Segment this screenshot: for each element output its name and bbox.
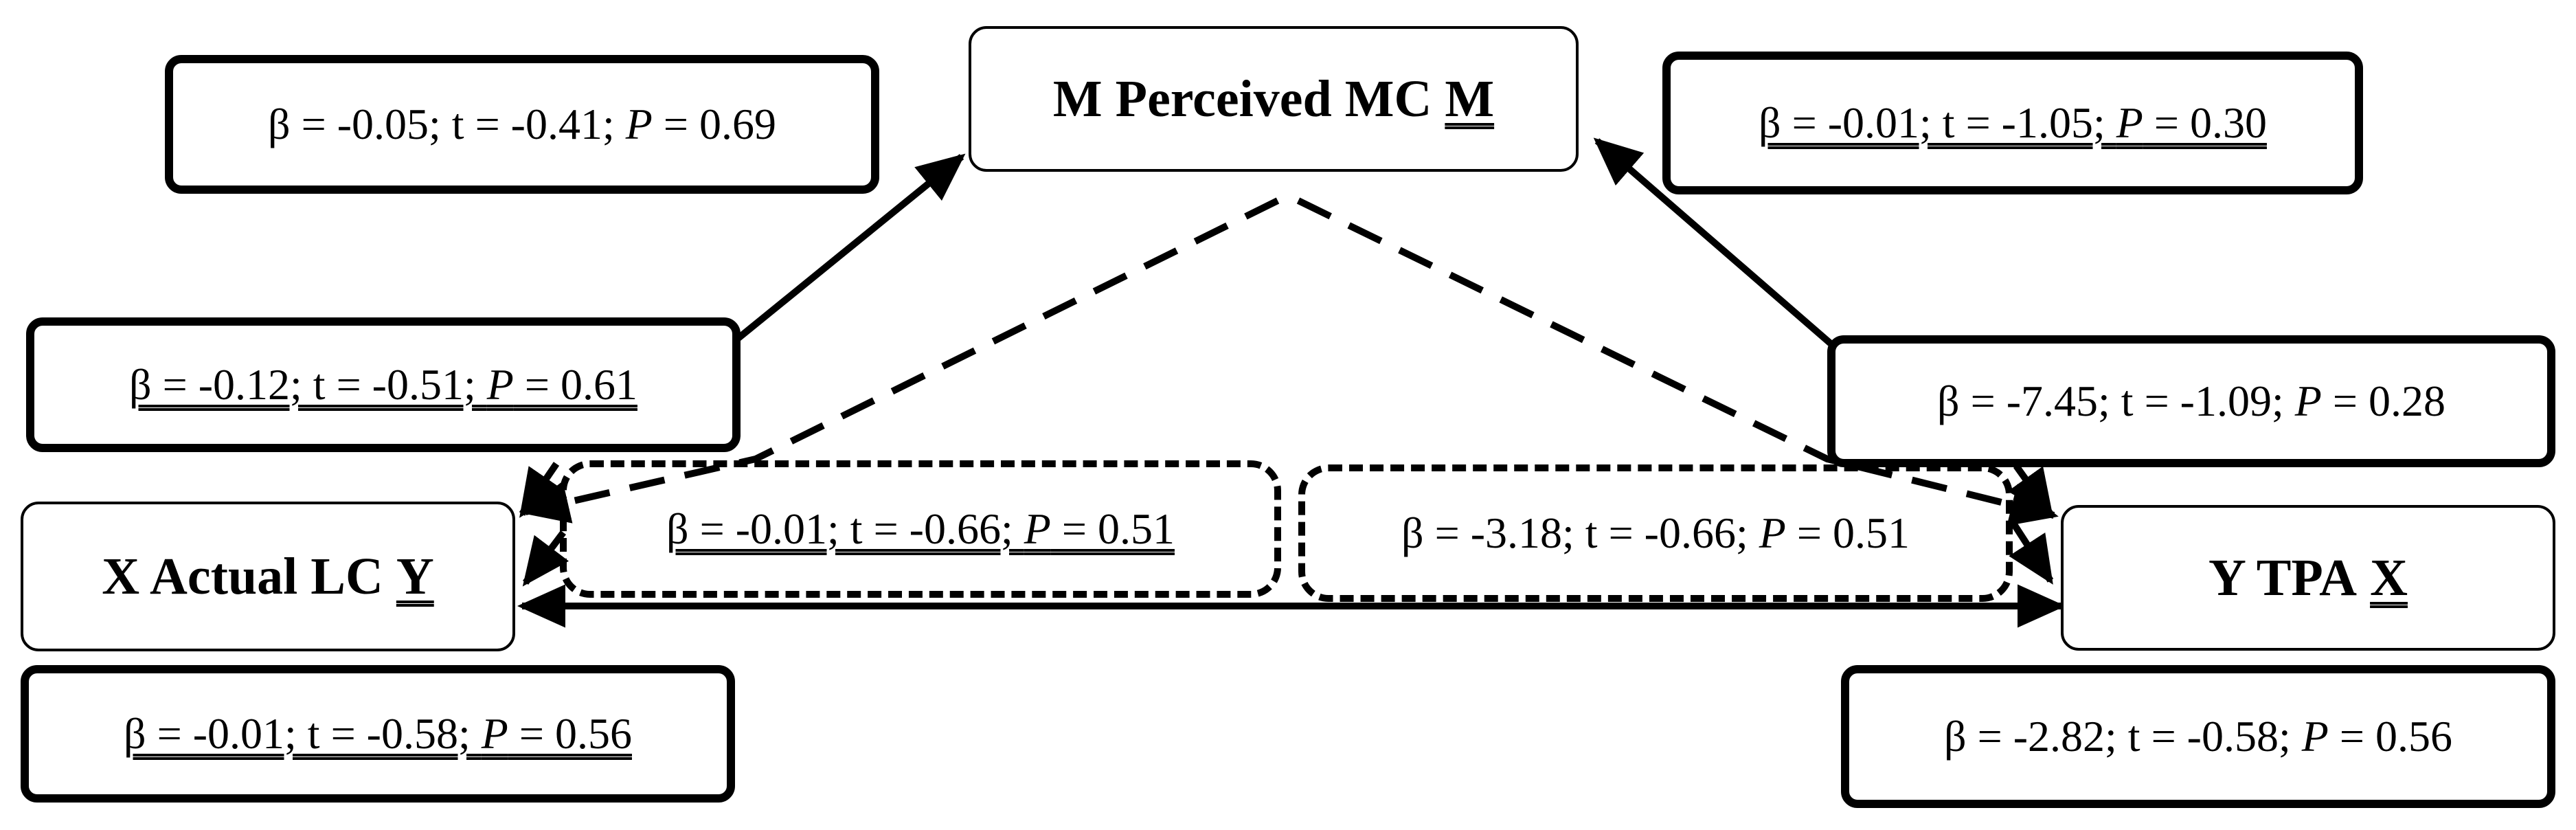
stat-center-right-p-label: P [1759,508,1786,557]
stat-box-top-right: β = -0.01; t = -1.05; P = 0.30 [1662,52,2363,194]
stat-top-right-p-label: P [2116,98,2143,147]
stat-box-center-right: β = -3.18; t = -0.66; P = 0.51 [1298,464,2013,602]
arrow-x-to-m [736,153,966,341]
stat-bottom-right-text: β = -2.82; t = -0.58; P = 0.56 [1944,711,2452,762]
stat-top-right-text: β = -0.01; t = -1.05; P = 0.30 [1759,98,2267,148]
stat-box-center-left: β = -0.01; t = -0.66; P = 0.51 [560,460,1281,598]
stat-mid-right-text: β = -7.45; t = -1.09; P = 0.28 [1937,376,2445,427]
stat-box-bottom-right: β = -2.82; t = -0.58; P = 0.56 [1841,665,2555,808]
stat-top-right-beta: β = -0.01; t = -1.05; [1759,98,2116,147]
stat-center-left-text: β = -0.01; t = -0.66; P = 0.51 [666,504,1175,554]
node-y-symbol: X [2370,548,2408,607]
stat-box-mid-right: β = -7.45; t = -1.09; P = 0.28 [1827,335,2555,467]
stat-center-right-p-value: = 0.51 [1785,508,1910,557]
stat-bottom-right-p-value: = 0.56 [2328,712,2452,761]
node-m-label: M Perceived MC [1052,69,1432,128]
stat-top-left-text: β = -0.05; t = -0.41; P = 0.69 [268,99,776,150]
dashed-path-m-to-y [1296,197,2059,526]
stat-mid-right-beta: β = -7.45; t = -1.09; [1937,377,2295,425]
node-m-perceived-mc: M Perceived MC M [969,26,1579,172]
node-x-symbol: Y [396,547,434,605]
stat-top-left-p-label: P [625,100,653,148]
stat-mid-right-p-value: = 0.28 [2321,377,2445,425]
stat-box-top-left: β = -0.05; t = -0.41; P = 0.69 [165,55,879,194]
stat-mid-left-text: β = -0.12; t = -0.51; P = 0.61 [129,359,637,410]
stat-top-left-p-value: = 0.69 [652,100,776,148]
stat-bottom-right-beta: β = -2.82; t = -0.58; [1944,712,2302,761]
stat-mid-right-p-label: P [2294,377,2322,425]
stat-center-right-text: β = -3.18; t = -0.66; P = 0.51 [1401,508,1910,559]
stat-bottom-left-p-value: = 0.56 [508,709,632,758]
stat-mid-left-beta: β = -0.12; t = -0.51; [129,360,487,409]
stat-center-left-beta: β = -0.01; t = -0.66; [666,504,1024,553]
stat-top-right-p-value: = 0.30 [2143,98,2267,147]
arrow-to-x-upper [519,462,565,518]
stat-bottom-left-p-label: P [481,709,508,758]
stat-box-bottom-left: β = -0.01; t = -0.58; P = 0.56 [21,665,735,803]
node-m-symbol: M [1445,69,1495,128]
arrow-to-y-lower [2009,520,2054,585]
stat-center-left-p-label: P [1024,504,1051,553]
stat-bottom-left-beta: β = -0.01; t = -0.58; [124,709,482,758]
stat-center-left-p-value: = 0.51 [1050,504,1175,553]
stat-bottom-left-text: β = -0.01; t = -0.58; P = 0.56 [124,708,632,759]
stat-center-right-beta: β = -3.18; t = -0.66; [1401,508,1759,557]
arrow-to-y-upper [2007,464,2054,518]
arrow-y-to-m [1593,137,1833,346]
node-x-actual-lc: X Actual LC Y [21,502,515,651]
node-y-label: Y TPA [2208,548,2358,607]
stat-mid-left-p-label: P [486,360,514,409]
stat-top-left-beta: β = -0.05; t = -0.41; [268,100,626,148]
arrow-to-x-lower [522,530,569,587]
stat-box-mid-left: β = -0.12; t = -0.51; P = 0.61 [26,317,741,452]
stat-bottom-right-p-label: P [2301,712,2329,761]
dashed-path-m-to-x [521,197,1280,524]
node-y-tpa: Y TPA X [2061,505,2555,651]
stat-mid-left-p-value: = 0.61 [513,360,637,409]
node-x-label: X Actual LC [102,547,383,605]
